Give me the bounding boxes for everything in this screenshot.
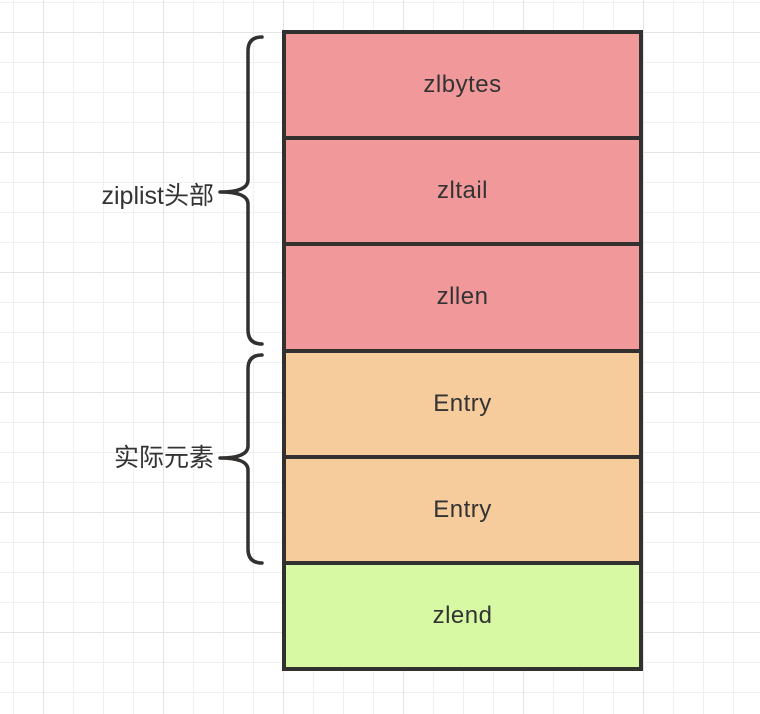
row-zlend-label: zlend [432, 601, 493, 629]
row-entry-1: Entry [286, 352, 639, 459]
brace-entries-icon [218, 353, 264, 565]
row-zlbytes: zlbytes [286, 34, 639, 141]
row-zllen: zllen [286, 246, 639, 353]
row-zltail: zltail [286, 140, 639, 247]
row-zltail-label: zltail [436, 177, 488, 205]
group-label-ziplist-header: ziplist头部 [101, 182, 214, 210]
row-zllen-label: zllen [436, 283, 489, 311]
row-entry-2: Entry [286, 458, 639, 565]
ziplist-structure: zlbytes zltail zllen Entry Entry zlend [282, 30, 643, 671]
row-zlend: zlend [286, 564, 639, 668]
row-entry-1-label: Entry [433, 389, 492, 417]
brace-ziplist-header-icon [218, 35, 264, 346]
group-label-actual-elements: 实际元素 [113, 444, 214, 472]
row-zlbytes-label: zlbytes [423, 71, 502, 99]
row-entry-2-label: Entry [433, 495, 492, 523]
